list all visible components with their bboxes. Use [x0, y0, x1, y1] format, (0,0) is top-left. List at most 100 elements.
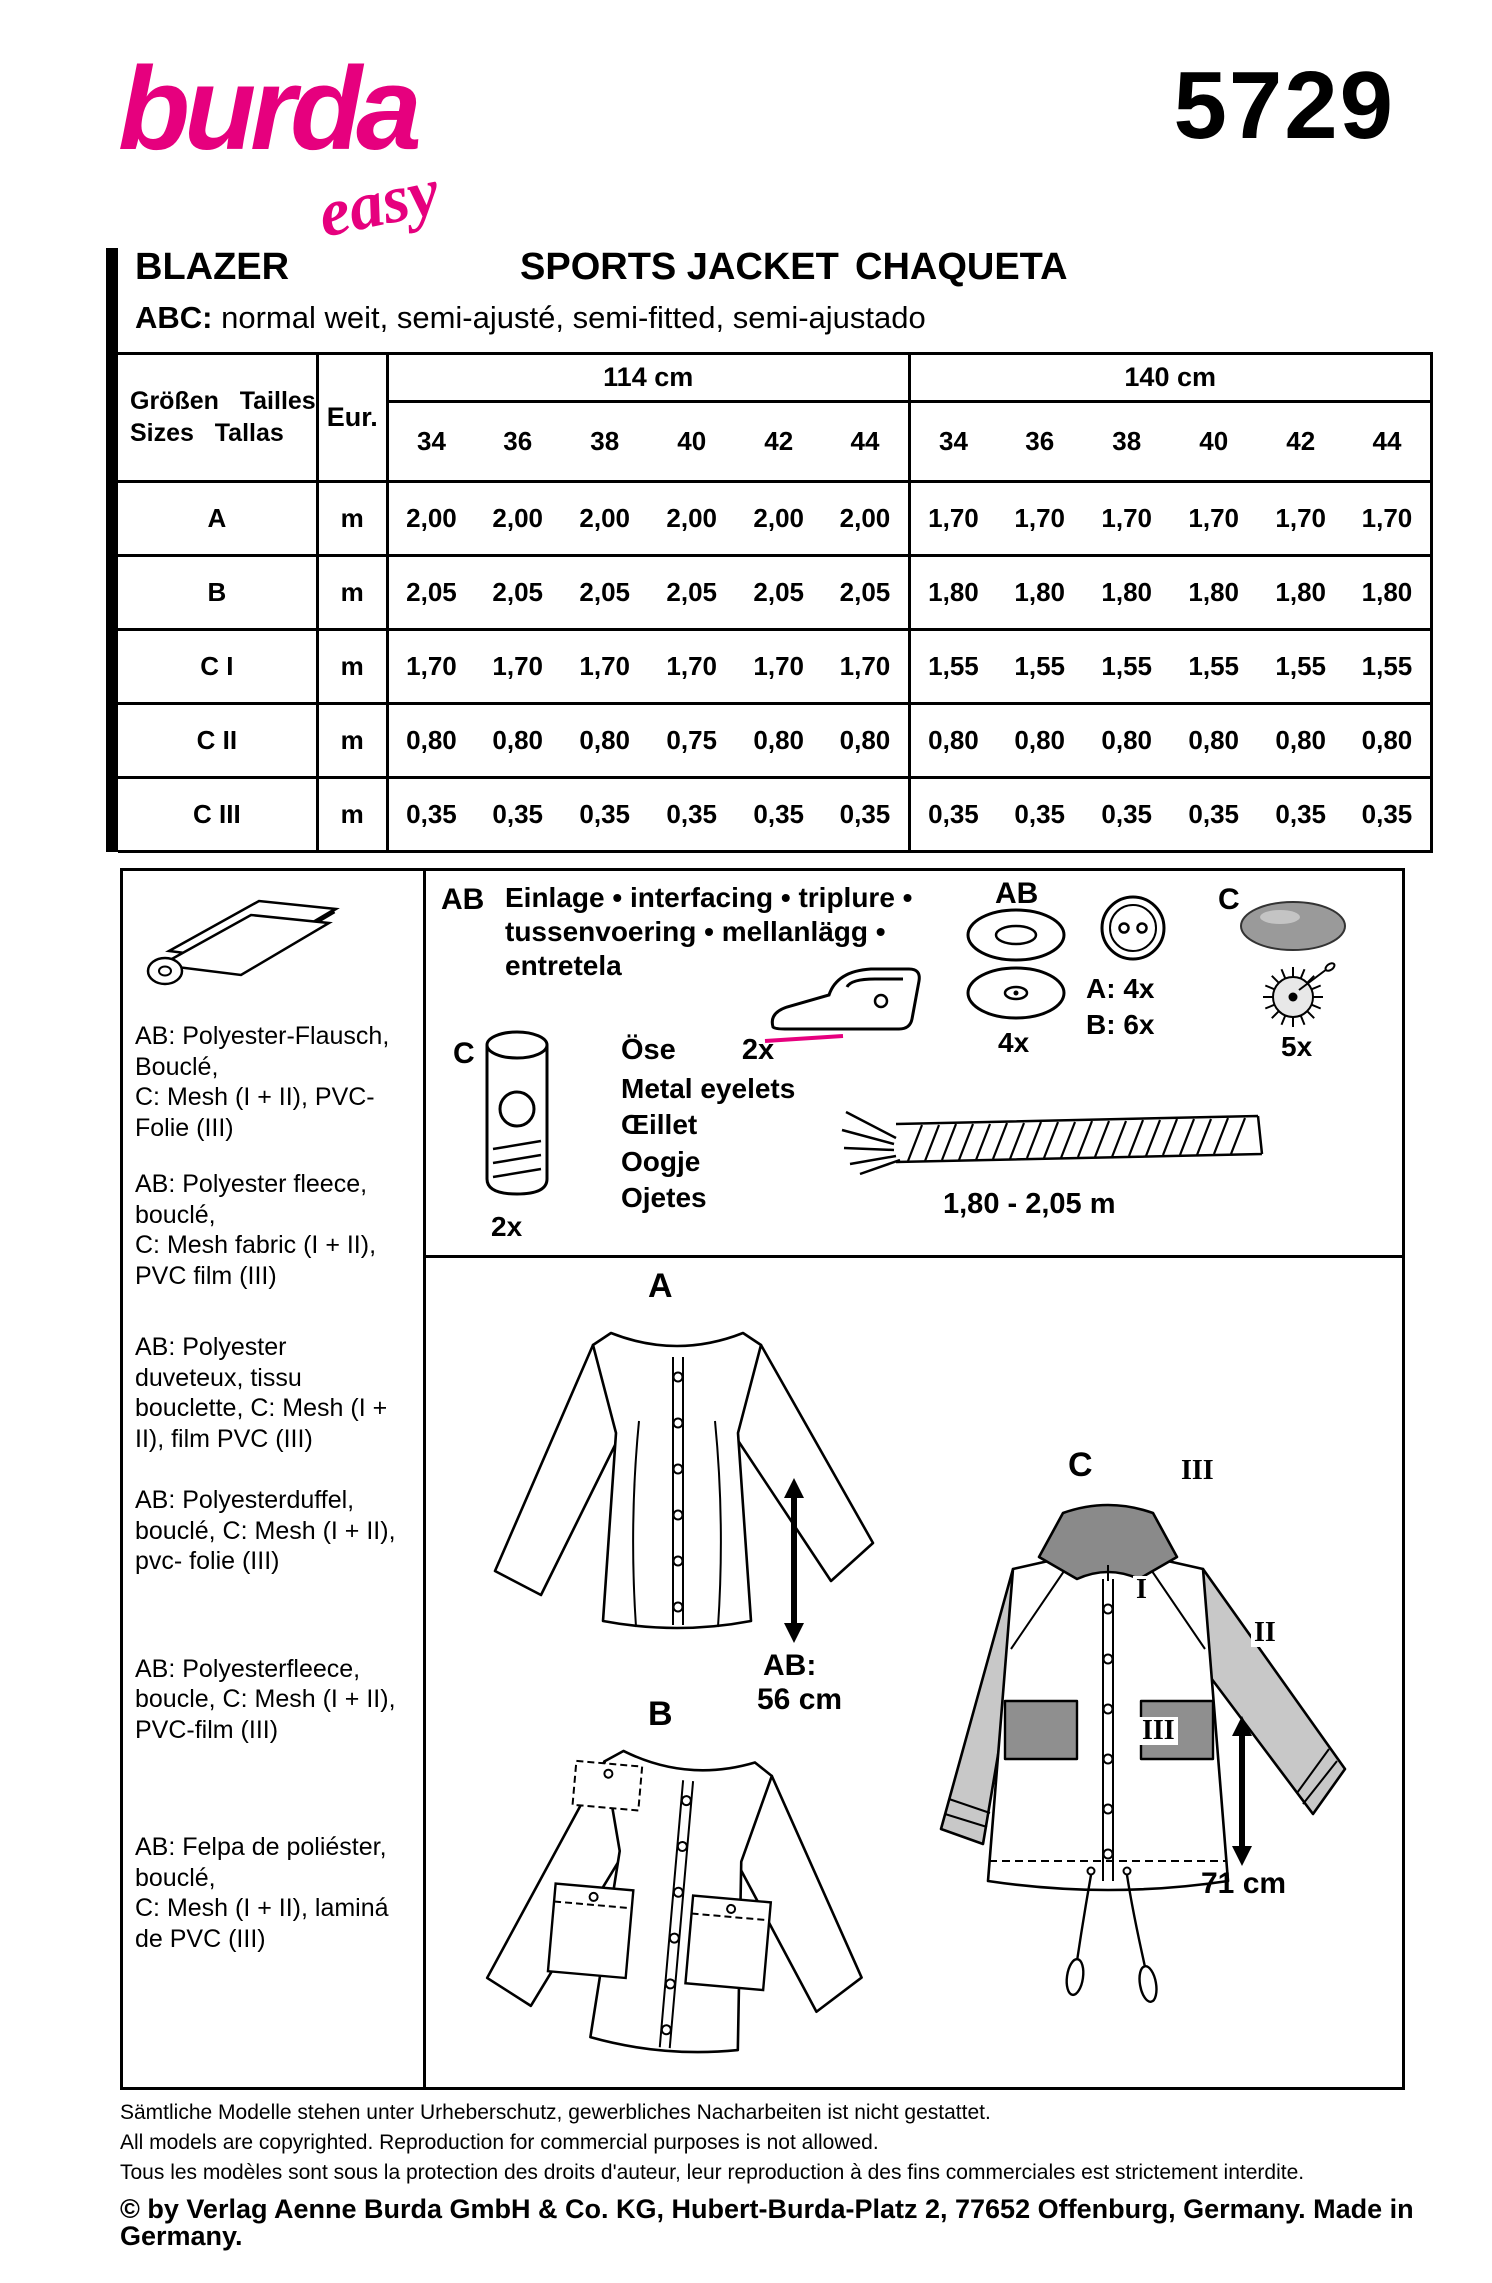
fabric-column-divider — [423, 871, 426, 2087]
piece-num-2: II — [1251, 1619, 1279, 1647]
footer-publisher: © by Verlag Aenne Burda GmbH & Co. KG, H… — [120, 2194, 1414, 2251]
value-cell: 2,00 — [561, 480, 649, 557]
footer-copyright-en: All models are copyrighted. Reproduction… — [120, 2131, 879, 2154]
title-blazer: BLAZER — [135, 246, 290, 288]
length-arrow-c-icon — [1232, 1716, 1252, 1866]
value-cell: 0,75 — [648, 702, 736, 779]
cord-stopper-icon — [485, 1030, 549, 1196]
eyelets-title: Öse — [621, 1034, 676, 1066]
eyelets-names: Metal eyelets Œillet Oogje Ojetes — [621, 1073, 796, 1214]
fabric-descriptions: AB: Polyester-Flausch, Bouclé, C: Mesh (… — [135, 1021, 421, 1954]
value-cell: 1,70 — [1344, 480, 1432, 557]
size-cell: 40 — [648, 400, 736, 483]
value-cell: 1,80 — [996, 554, 1084, 631]
interfacing-text: Einlage • interfacing • triplure • tusse… — [505, 882, 913, 982]
unit-cell: m — [317, 776, 389, 853]
value-cell: 0,35 — [648, 776, 736, 853]
unit-header: Eur. — [317, 352, 389, 483]
value-cell: 0,80 — [909, 702, 997, 779]
value-cell: 1,55 — [1344, 628, 1432, 705]
width-group-114: 114 cm — [387, 352, 911, 403]
size-cell: 42 — [1257, 400, 1345, 483]
length-arrow-ab-icon — [784, 1478, 804, 1643]
value-cell: 1,70 — [474, 628, 562, 705]
fabric-text-fr: AB: Polyester duveteux, tissu bouclette,… — [135, 1333, 388, 1453]
table-row-b: B m 2,05 2,05 2,05 2,05 2,05 2,05 1,80 1… — [118, 554, 1432, 631]
value-cell: 1,80 — [1170, 554, 1258, 631]
value-cell: 0,80 — [1170, 702, 1258, 779]
snaps-label: AB — [995, 877, 1039, 910]
toggle-qty: 2x — [491, 1211, 523, 1242]
snaps-qty: 4x — [998, 1027, 1030, 1058]
details-box: AB: Polyester-Flausch, Bouclé, C: Mesh (… — [120, 868, 1405, 2090]
value-cell: 0,80 — [561, 702, 649, 779]
footer-copyright-de: Sämtliche Modelle stehen unter Urhebersc… — [120, 2101, 991, 2124]
size-cell: 38 — [561, 400, 649, 483]
jacket-b-drawing — [485, 1749, 863, 2054]
size-header: Größen Tailles Sizes Tallas — [118, 352, 319, 483]
washer-group-label: C — [1218, 883, 1240, 916]
buttons-qty-a: A: 4x — [1086, 973, 1155, 1004]
burda-logo: burda — [118, 43, 422, 175]
value-cell: 2,05 — [387, 554, 475, 631]
value-cell: 2,00 — [474, 480, 562, 557]
fabric-text-de: AB: Polyester-Flausch, Bouclé, C: Mesh (… — [135, 1022, 390, 1142]
value-cell: 1,70 — [735, 628, 823, 705]
table-row-c1: C I m 1,70 1,70 1,70 1,70 1,70 1,70 1,55… — [118, 628, 1432, 705]
left-rule — [106, 248, 118, 852]
unit-cell: m — [317, 702, 389, 779]
value-cell: 0,35 — [822, 776, 911, 853]
value-cell: 0,35 — [1344, 776, 1432, 853]
ab-length-prefix: AB: — [763, 1649, 817, 1682]
value-cell: 1,70 — [561, 628, 649, 705]
piece-num-3-top: III — [1181, 1455, 1214, 1486]
value-cell: 0,35 — [909, 776, 997, 853]
jacket-c-drawing — [939, 1503, 1347, 2003]
value-cell: 0,35 — [387, 776, 475, 853]
value-cell: 1,70 — [1170, 480, 1258, 557]
value-cell: 0,35 — [1083, 776, 1171, 853]
buttons-qty-b: B: 6x — [1086, 1009, 1155, 1040]
size-cell: 44 — [822, 400, 911, 483]
cord-icon — [841, 1110, 1264, 1176]
fabric-text-en: AB: Polyester fleece, bouclé, C: Mesh fa… — [135, 1170, 377, 1290]
value-cell: 0,35 — [561, 776, 649, 853]
button-icon — [1100, 895, 1166, 961]
value-cell: 0,80 — [474, 702, 562, 779]
unit-cell: m — [317, 480, 389, 557]
view-label-cell: C II — [118, 702, 319, 779]
title-chaqueta: CHAQUETA — [855, 246, 1068, 288]
value-cell: 1,80 — [1257, 554, 1345, 631]
size-cell: 34 — [387, 400, 475, 483]
footer-copyright-fr: Tous les modèles sont sous la protection… — [120, 2161, 1305, 2184]
view-label-cell: C I — [118, 628, 319, 705]
value-cell: 0,35 — [1170, 776, 1258, 853]
value-cell: 0,80 — [1083, 702, 1171, 779]
unit-cell: m — [317, 628, 389, 705]
size-cell: 44 — [1344, 400, 1432, 483]
value-cell: 1,70 — [1257, 480, 1345, 557]
table-row-c2: C II m 0,80 0,80 0,80 0,75 0,80 0,80 0,8… — [118, 702, 1432, 779]
value-cell: 1,70 — [387, 628, 475, 705]
pattern-number: 5729 — [1173, 52, 1395, 159]
value-cell: 2,05 — [648, 554, 736, 631]
value-cell: 1,70 — [996, 480, 1084, 557]
notions-divider — [423, 1255, 1402, 1258]
value-cell: 1,70 — [1083, 480, 1171, 557]
value-cell: 2,05 — [561, 554, 649, 631]
fit-text: normal weit, semi-ajusté, semi-fitted, s… — [221, 300, 926, 335]
fabric-text-sv: AB: Polyesterfleece, boucle, C: Mesh (I … — [135, 1654, 396, 1744]
fit-description: ABC: normal weit, semi-ajusté, semi-fitt… — [135, 302, 926, 333]
iron-icon — [764, 967, 921, 1043]
view-b-label: B — [648, 1695, 673, 1733]
size-cell: 40 — [1170, 400, 1258, 483]
value-cell: 1,55 — [1083, 628, 1171, 705]
size-cell: 36 — [474, 400, 562, 483]
value-cell: 1,70 — [909, 480, 997, 557]
eyelets-block: Öse 2x Metal eyelets Œillet Oogje Ojetes — [621, 1036, 795, 1217]
view-label-cell: B — [118, 554, 319, 631]
view-label-cell: C III — [118, 776, 319, 853]
value-cell: 2,05 — [474, 554, 562, 631]
size-cell: 34 — [909, 400, 997, 483]
value-cell: 1,55 — [1257, 628, 1345, 705]
